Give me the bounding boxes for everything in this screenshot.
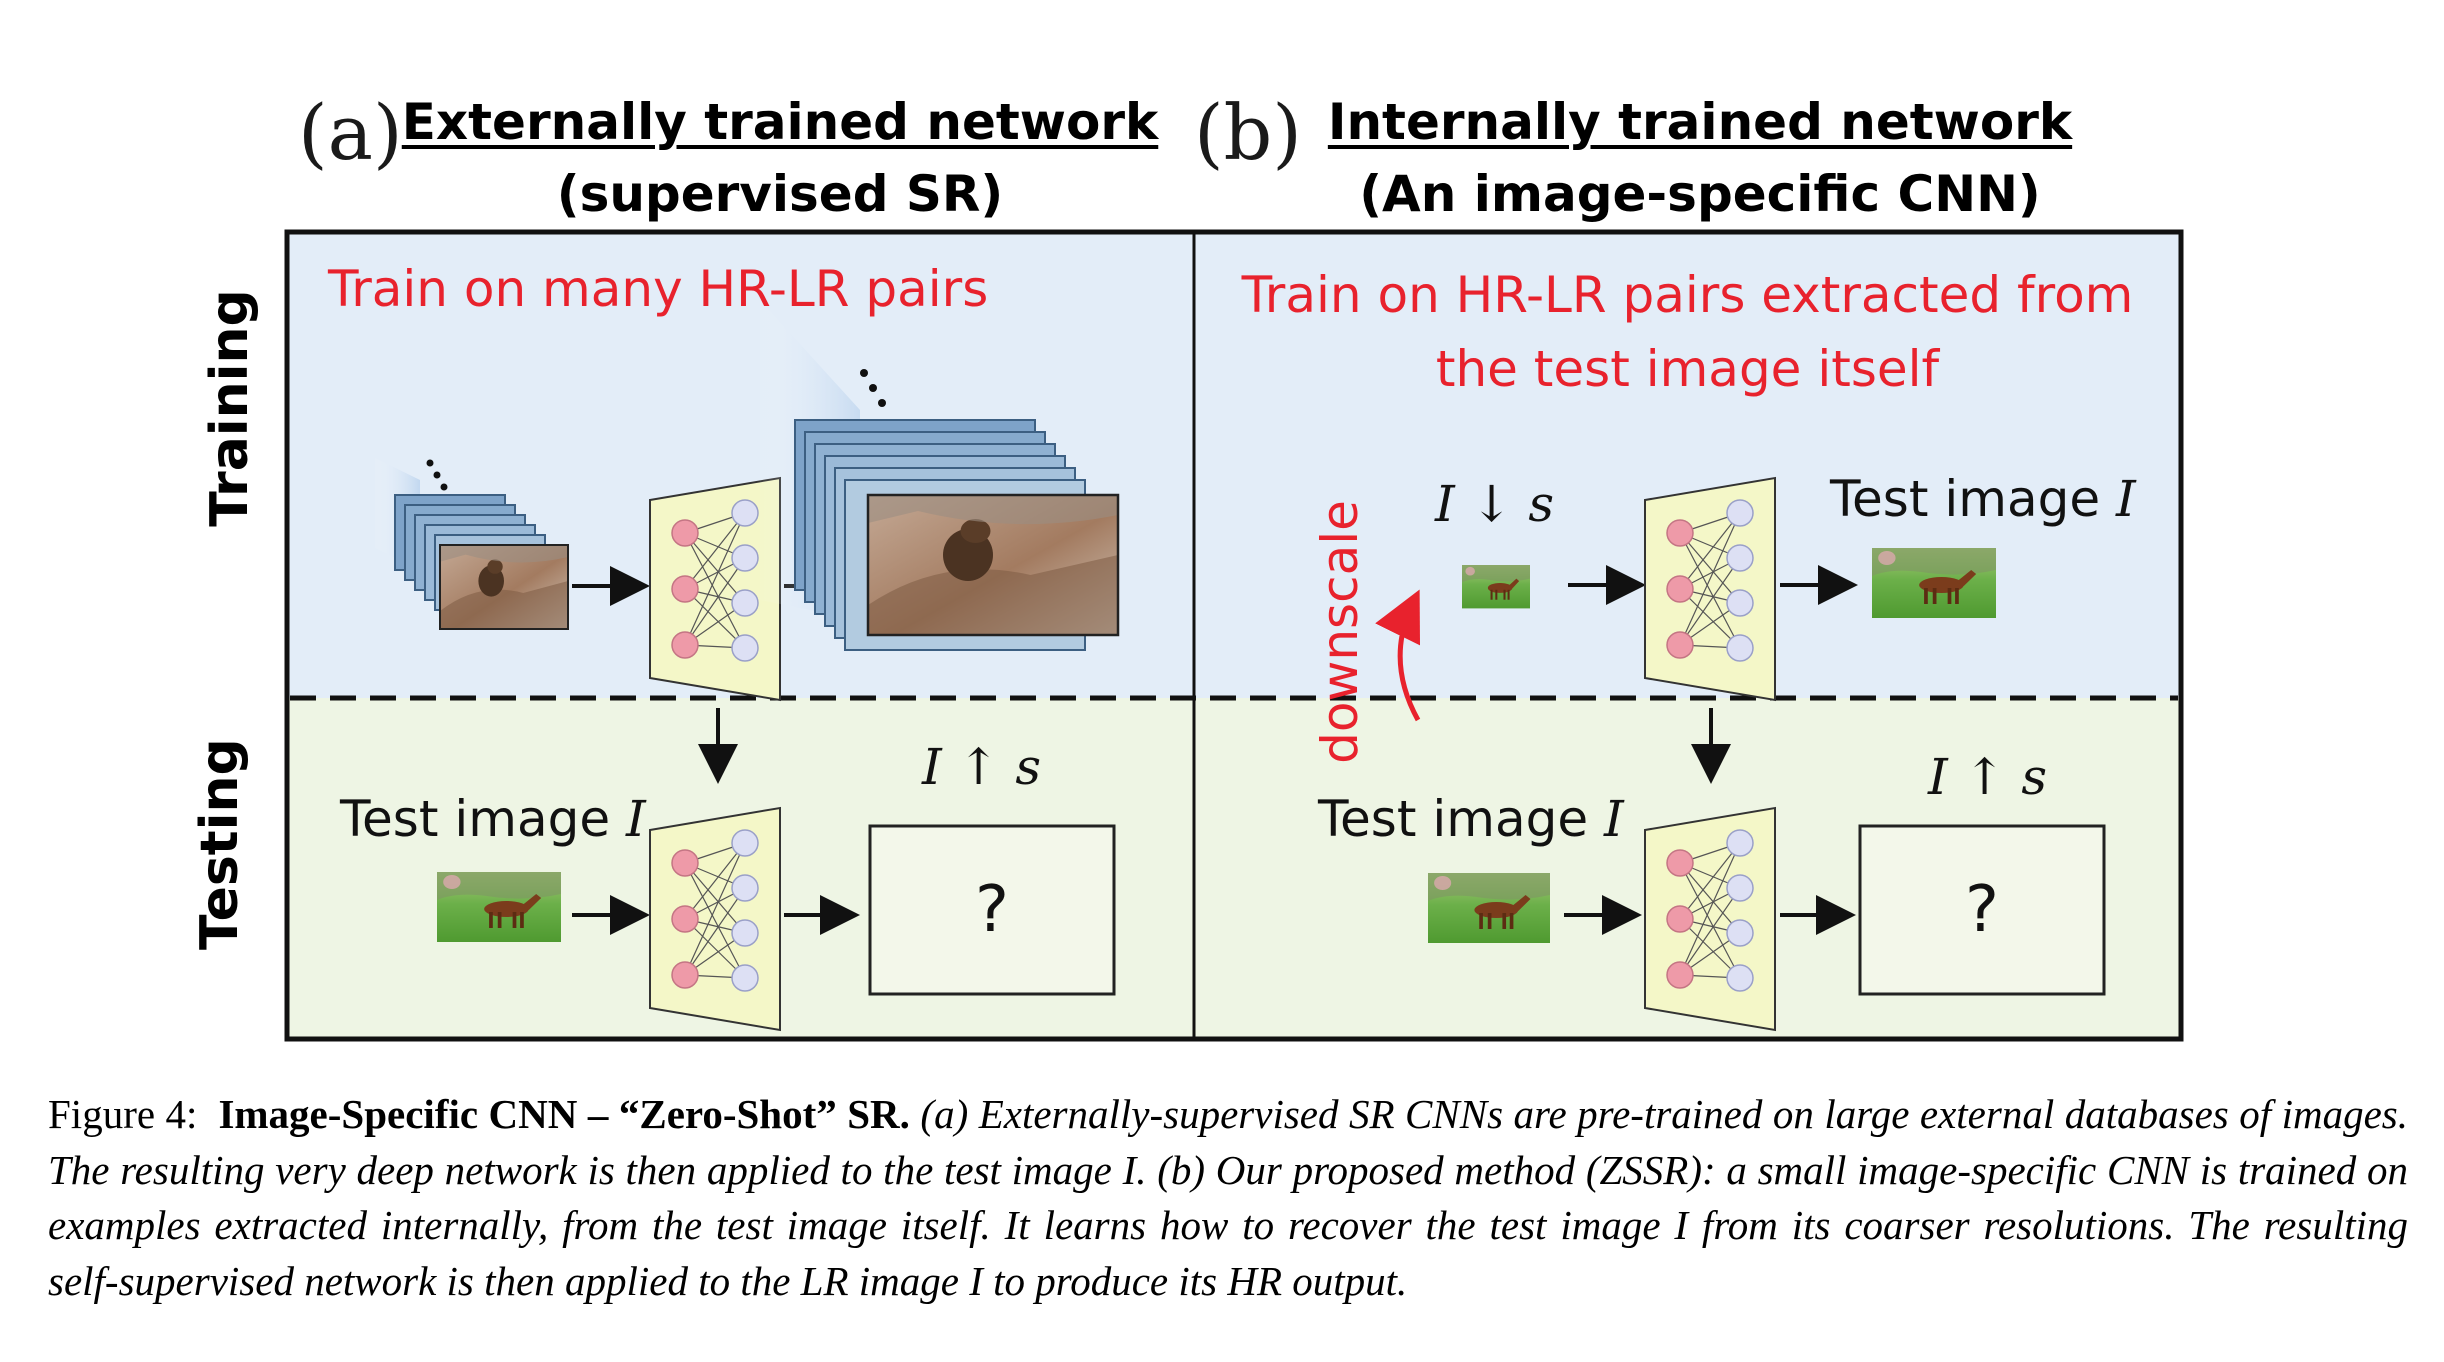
panel-b-title-line1: Internally trained network	[1327, 93, 2073, 151]
panel-b-letter: (b)	[1194, 88, 1302, 177]
panel-b-output-question: ?	[1965, 873, 1999, 947]
test-image-b	[1428, 873, 1550, 943]
panel-a-title: Externally trained network (supervised S…	[400, 86, 1160, 230]
panel-a-output-question: ?	[975, 873, 1009, 947]
panel-b-output-label: I ↑ s	[1928, 748, 2048, 806]
small-image-label: I ↓ s	[1435, 475, 1555, 533]
train-test-image-b	[1872, 548, 1996, 618]
panel-a-title-line1: Externally trained network	[401, 93, 1159, 151]
downscale-label: downscale	[1311, 500, 1369, 764]
test-image-a	[437, 872, 561, 942]
panel-b-training-line1: Train on HR-LR pairs extracted from	[1241, 266, 2134, 324]
panel-a-title-line2: (supervised SR)	[556, 165, 1004, 223]
output-box-a	[868, 824, 1116, 996]
panel-a-test-label: Test image I	[340, 790, 646, 848]
caption-prefix: Figure 4:	[48, 1091, 198, 1137]
network-a-test	[649, 807, 781, 1031]
panel-b-train-test-symbol: I	[2116, 470, 2136, 528]
small-image-b	[1462, 565, 1530, 609]
panel-b-training-line2: the test image itself	[1435, 340, 1940, 398]
panel-a-output-label: I ↑ s	[922, 738, 1042, 796]
caption-part-a: (a) Externally-supervised SR CNNs are pr…	[48, 1091, 2409, 1193]
panel-b-title-line2: (An image-specific CNN)	[1359, 165, 2041, 223]
panel-a-training-text: Train on many HR-LR pairs	[328, 260, 989, 318]
lr-image-stack	[375, 458, 569, 630]
panel-b-title: Internally trained network (An image-spe…	[1300, 86, 2100, 230]
figure-caption: Figure 4: Image-Specific CNN – “Zero-Sho…	[48, 1087, 2408, 1309]
downscale-arrow	[1375, 589, 1421, 722]
panel-a-letter: (a)	[298, 88, 403, 177]
caption-title: Image-Specific CNN – “Zero-Shot” SR.	[218, 1091, 910, 1137]
network-b-test	[1644, 807, 1776, 1031]
panel-b-training-text: Train on HR-LR pairs extracted from the …	[1194, 258, 2181, 406]
caption-part-b: (b) Our proposed method (ZSSR): a small …	[48, 1146, 2408, 1304]
panel-a-test-symbol: I	[626, 790, 646, 848]
panel-b-test-label: Test image I	[1318, 790, 1624, 848]
hr-image-stack	[760, 300, 1120, 651]
panel-b-test-symbol: I	[1604, 790, 1624, 848]
panel-b-train-test-label: Test image I	[1830, 470, 2136, 528]
network-b-train	[1644, 477, 1776, 701]
output-box-b	[1858, 824, 2106, 996]
diagram-frame	[284, 229, 2184, 1042]
